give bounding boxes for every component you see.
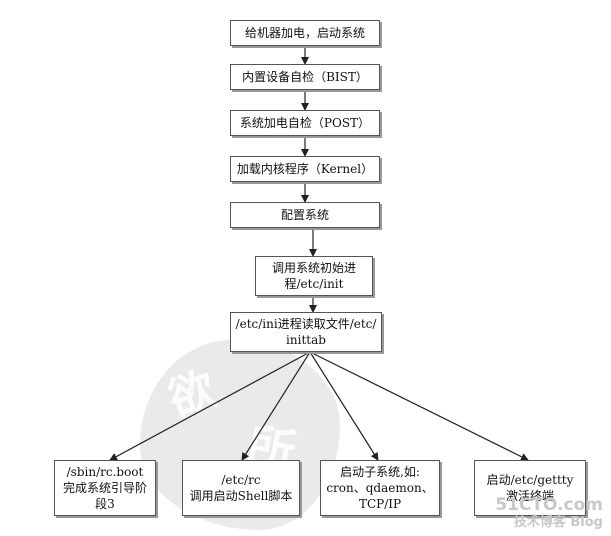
arrow-inittab-to-subsystems [309, 351, 379, 461]
node-getty: 启动/etc/gettty 激活终端 [474, 460, 586, 516]
node-read-inittab: /etc/ini进程读取文件/etc/ inittab [230, 312, 382, 352]
node-config-system: 配置系统 [230, 202, 380, 228]
watermark-logo-top: 51CTO.com [495, 495, 603, 515]
watermark-logo-bottom: 技术博客 Blog [513, 515, 603, 530]
node-load-kernel: 加载内核程序（Kernel） [230, 156, 380, 182]
node-rc-boot: /sbin/rc.boot 完成系统引导阶 段3 [54, 460, 156, 516]
watermark-logo: 51CTO.com 技术博客 Blog [495, 496, 603, 532]
node-subsystems: 启动子系统,如: cron、qdaemon、 TCP/IP [320, 460, 440, 516]
node-init-process: 调用系统初始进 程/etc/init [255, 256, 373, 296]
flowchart-edges [109, 46, 529, 461]
node-etc-rc: /etc/rc 调用启动Shell脚本 [182, 460, 300, 516]
arrow-inittab-to-rc-boot [109, 351, 311, 461]
arrow-inittab-to-getty [309, 351, 529, 461]
node-bist: 内置设备自检（BIST） [230, 64, 380, 90]
arrow-inittab-to-etc-rc [241, 351, 311, 461]
node-post: 系统加电自检（POST） [230, 110, 380, 136]
node-power-on: 给机器加电，启动系统 [230, 20, 380, 46]
